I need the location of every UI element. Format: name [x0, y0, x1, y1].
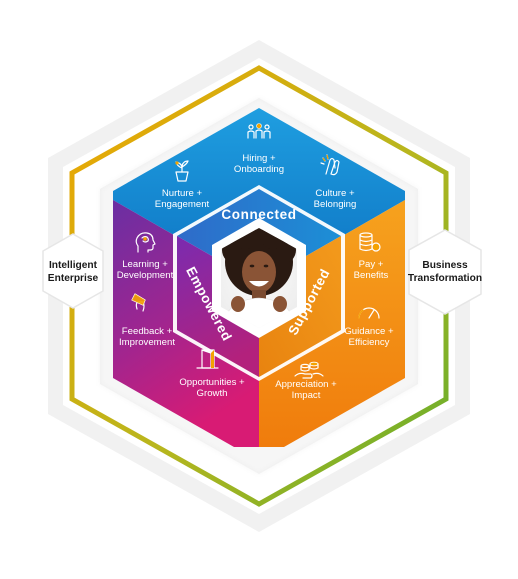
svg-text:Intelligent: Intelligent: [49, 260, 98, 271]
svg-text:Enterprise: Enterprise: [48, 273, 99, 284]
item-nurture: Nurture + Engagement: [155, 188, 210, 210]
svg-text:Improvement: Improvement: [119, 337, 175, 348]
hand-megaphone-icon: [131, 293, 146, 312]
item-opportunities: Opportunities + Growth: [179, 377, 245, 399]
svg-text:Belonging: Belonging: [314, 199, 357, 210]
svg-text:Culture +: Culture +: [315, 188, 355, 199]
intelligent-enterprise-badge: Intelligent Enterprise: [42, 233, 104, 309]
svg-text:Appreciation +: Appreciation +: [275, 379, 337, 390]
svg-text:Transformation: Transformation: [408, 273, 482, 284]
item-culture: Culture + Belonging: [314, 188, 357, 210]
gauge-icon: [358, 307, 380, 319]
svg-text:Learning +: Learning +: [122, 259, 168, 270]
svg-text:Pay +: Pay +: [359, 259, 384, 270]
item-feedback: Feedback + Improvement: [119, 326, 175, 348]
business-transformation-badge: Business Transformation: [408, 229, 482, 315]
item-learning: Learning + Development: [117, 259, 174, 281]
svg-text:Onboarding: Onboarding: [234, 164, 284, 175]
svg-text:Nurture +: Nurture +: [162, 188, 203, 199]
svg-text:Business: Business: [422, 260, 468, 271]
svg-text:Opportunities +: Opportunities +: [179, 377, 245, 388]
head-brain-icon: [135, 232, 156, 253]
coin-stack-icon: [359, 232, 381, 252]
person-photo: [221, 228, 297, 328]
pillar-connected: Connected: [221, 207, 296, 222]
svg-text:Growth: Growth: [197, 388, 228, 399]
svg-text:Guidance +: Guidance +: [344, 326, 394, 337]
svg-text:Efficiency: Efficiency: [349, 337, 390, 348]
item-hiring: Hiring + Onboarding: [234, 153, 284, 175]
svg-text:Engagement: Engagement: [155, 199, 210, 210]
svg-text:Development: Development: [117, 270, 174, 281]
svg-text:Impact: Impact: [292, 390, 321, 401]
plant-pot-icon: [175, 160, 189, 182]
svg-text:Hiring +: Hiring +: [242, 153, 276, 164]
door-icon: [196, 349, 219, 369]
outer-gradient-ring: [69, 65, 449, 507]
clapping-hands-icon: [320, 154, 340, 176]
item-guidance: Guidance + Efficiency: [344, 326, 394, 348]
svg-text:Benefits: Benefits: [354, 270, 389, 281]
item-pay: Pay + Benefits: [354, 259, 389, 281]
people-group-icon: [247, 123, 271, 139]
item-appreciation: Appreciation + Impact: [275, 379, 337, 401]
hands-coins-icon: [294, 361, 324, 379]
svg-text:Feedback +: Feedback +: [122, 326, 173, 337]
